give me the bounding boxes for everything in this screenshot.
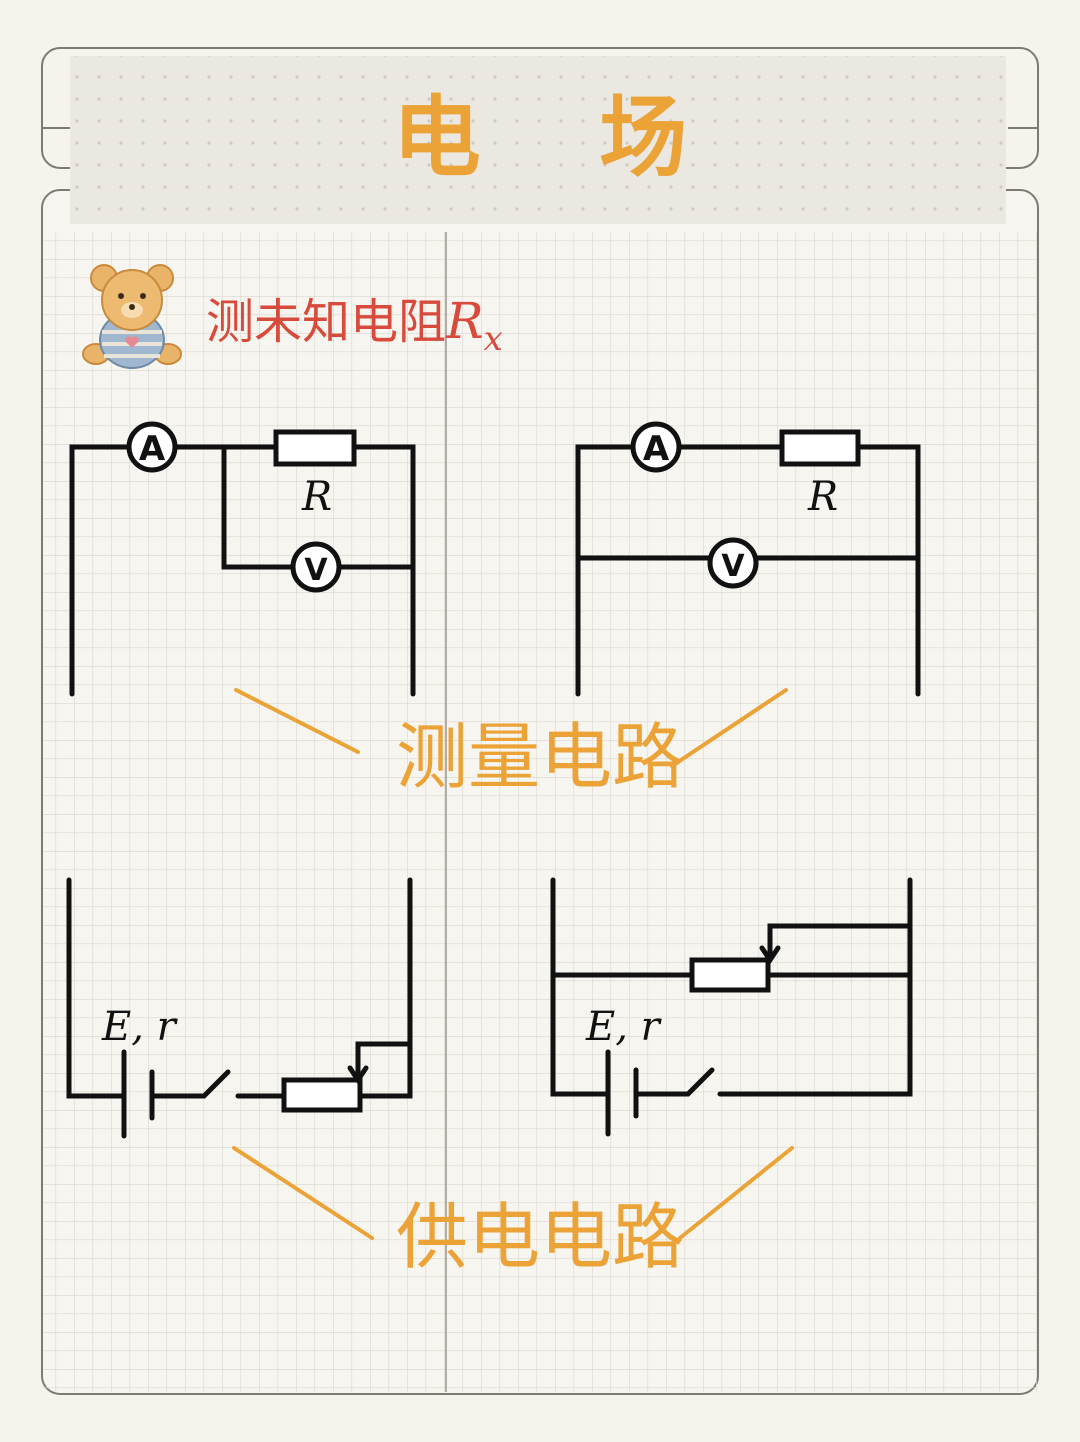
ammeter-symbol-left: A: [139, 429, 166, 469]
svg-text:A: A: [643, 429, 670, 469]
source-label-left: E, r: [102, 1004, 176, 1050]
section-heading: 测未知电阻Rx: [206, 286, 503, 359]
teddy-bear-icon: [82, 264, 182, 369]
measure-circuit-left: [69, 421, 416, 697]
section-heading-var: R: [446, 292, 484, 350]
voltmeter-symbol-left: V: [304, 553, 328, 588]
title-tape: [70, 56, 1006, 224]
accent-lines: [232, 688, 794, 1240]
resistor-label-left: R: [302, 474, 333, 520]
source-label-right: E, r: [586, 1004, 660, 1050]
supply-circuit-label: 供电电路: [395, 1195, 684, 1279]
svg-text:V: V: [304, 553, 328, 588]
section-heading-sub: x: [483, 319, 503, 359]
voltmeter-symbol-right: V: [721, 549, 745, 584]
svg-text:V: V: [721, 549, 745, 584]
svg-text:A: A: [139, 429, 166, 469]
resistor-label-right: R: [808, 474, 839, 520]
page-title: 电 场: [392, 86, 732, 189]
measure-circuit-label: 测量电路: [395, 715, 684, 799]
supply-circuit-left: [66, 877, 413, 1139]
supply-circuit-right: [550, 877, 913, 1137]
measure-circuit-right: [575, 421, 921, 697]
section-heading-text: 测未知电阻: [206, 294, 447, 350]
ammeter-symbol-right: A: [643, 429, 670, 469]
